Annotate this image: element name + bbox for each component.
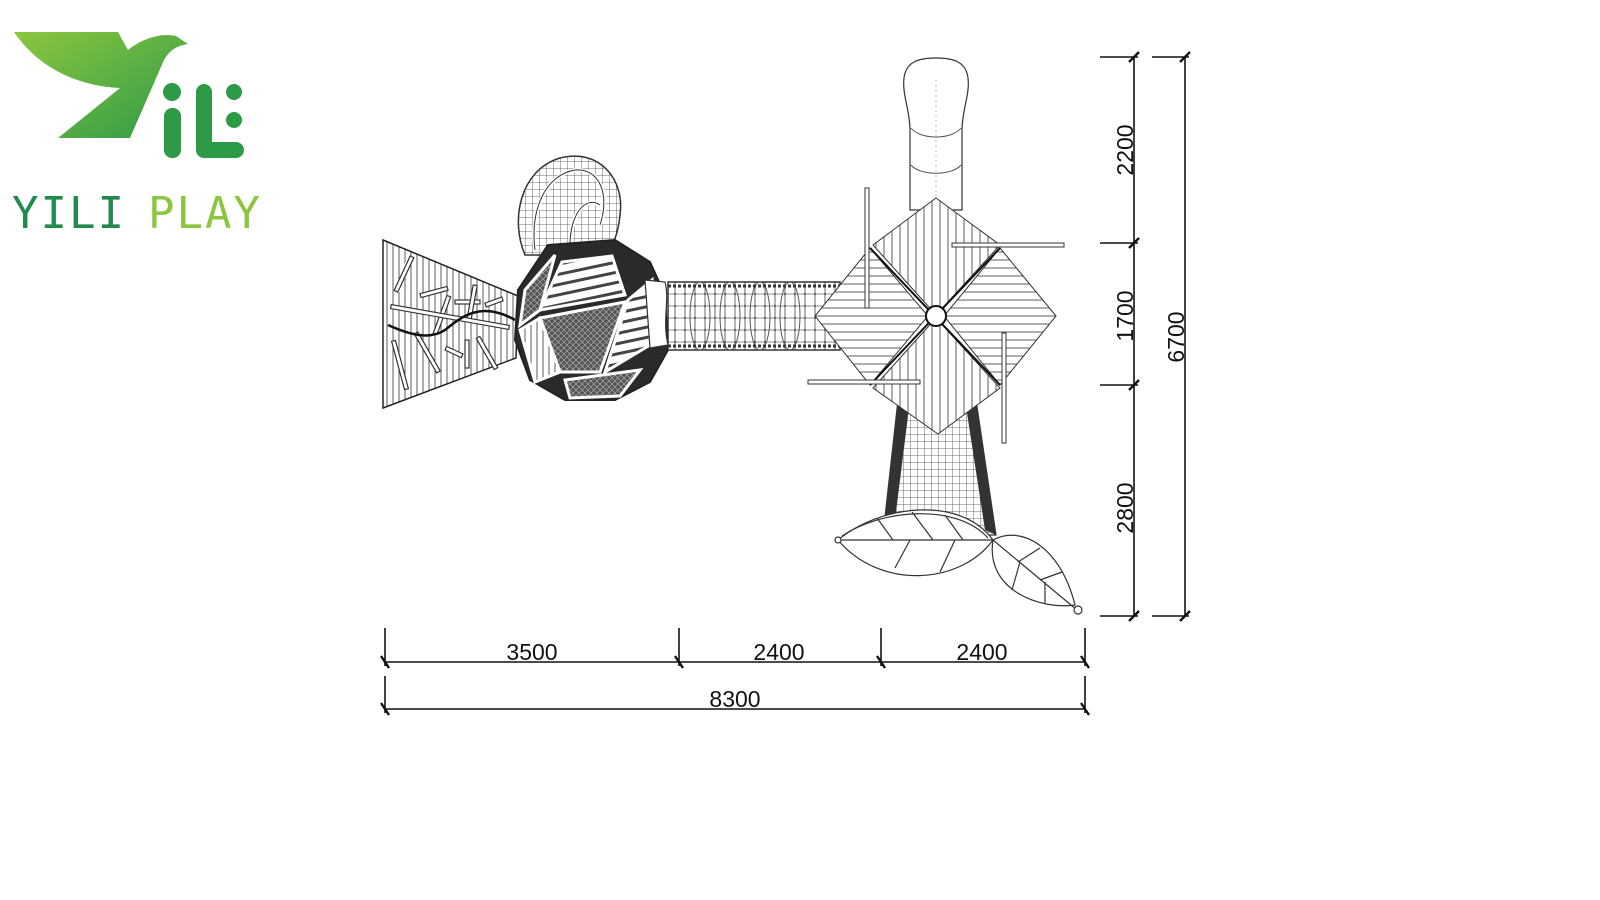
climbing-wall-panel: [382, 238, 519, 410]
brand-name-play: PLAY: [147, 188, 262, 239]
dim-v-segment-1: 2200: [1112, 124, 1138, 175]
leaf-left: [834, 509, 994, 577]
geodesic-dome-climber: [513, 238, 670, 401]
tube-slide: [903, 57, 969, 211]
vertical-dimensions: [1100, 51, 1191, 622]
brand-name-yili: YILI: [12, 188, 126, 239]
dim-h-segment-3: 2400: [956, 639, 1007, 665]
dim-h-segment-1: 3500: [506, 639, 557, 665]
leaf-right: [991, 534, 1083, 615]
crawl-tunnel: [667, 281, 841, 351]
yili-logo-mark-icon: [14, 32, 244, 158]
dim-h-total: 8300: [709, 686, 760, 712]
brand-logo: [0, 20, 300, 250]
dim-v-total: 6700: [1163, 311, 1189, 362]
horizontal-dimensions: [380, 628, 1090, 716]
windmill-roof-tower: [807, 187, 1065, 444]
dim-h-segment-2: 2400: [753, 639, 804, 665]
dim-v-segment-3: 2800: [1112, 482, 1138, 533]
leaf-climbers: [834, 509, 1083, 615]
rope-net-cocoon: [517, 155, 622, 256]
dim-v-segment-2: 1700: [1112, 290, 1138, 341]
